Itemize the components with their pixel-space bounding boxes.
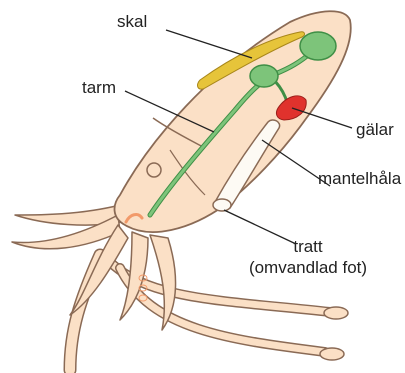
label-tratt-line1: tratt bbox=[238, 236, 378, 257]
label-galar: gälar bbox=[356, 120, 394, 140]
label-mantelhala: mantelhåla bbox=[318, 169, 401, 189]
label-skal: skal bbox=[117, 12, 147, 32]
label-tratt: tratt (omvandlad fot) bbox=[238, 236, 378, 278]
label-tarm: tarm bbox=[82, 78, 116, 98]
tentacle-club bbox=[320, 348, 344, 360]
digestive-gland bbox=[300, 32, 336, 60]
label-tratt-line2: (omvandlad fot) bbox=[238, 257, 378, 278]
leader-line-skal bbox=[166, 30, 252, 58]
funnel-opening bbox=[213, 199, 231, 211]
tentacle-club bbox=[324, 307, 348, 319]
stomach bbox=[250, 65, 278, 87]
